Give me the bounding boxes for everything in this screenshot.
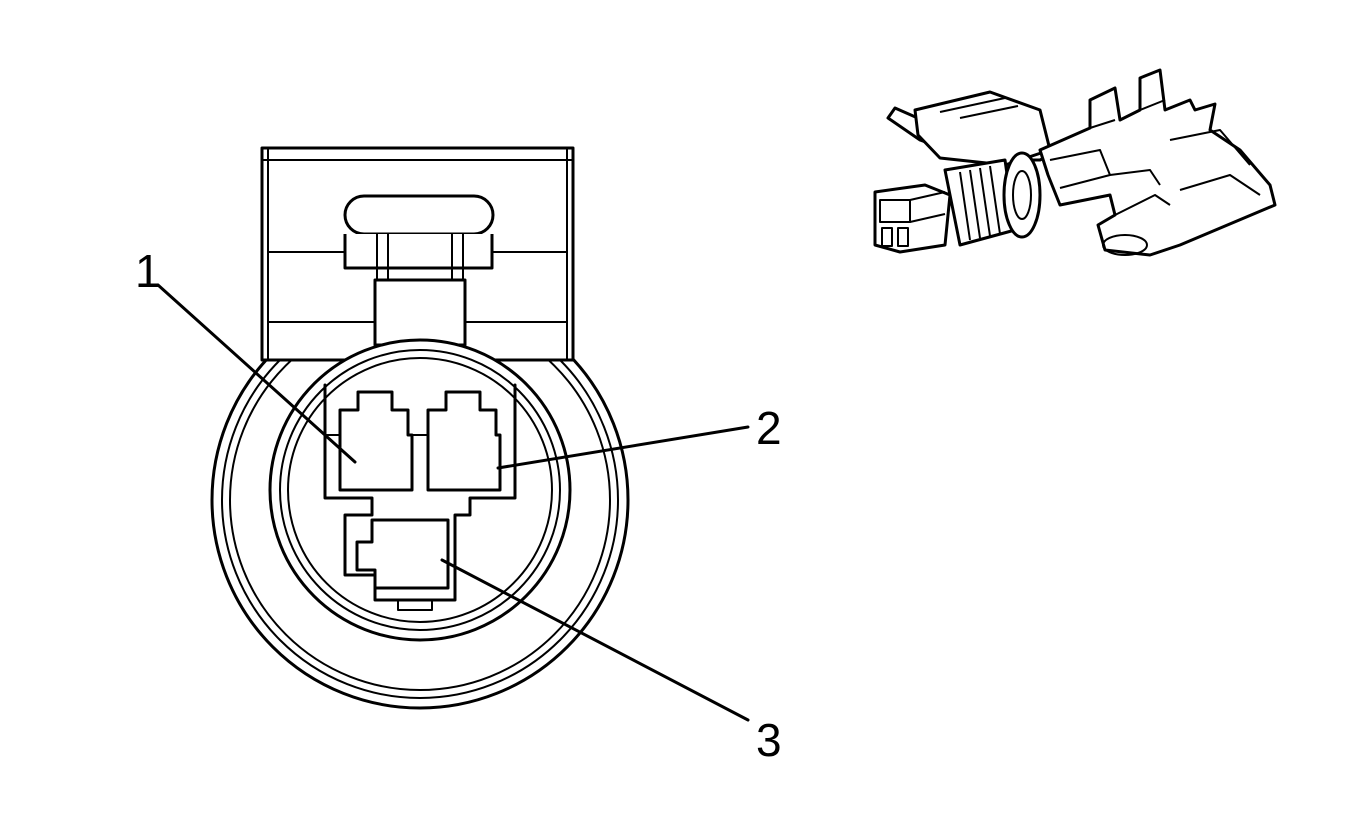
connector-face-view (210, 146, 630, 710)
callout-1: 1 (135, 245, 357, 464)
callout-3: 3 (440, 558, 782, 766)
callout-2-leader (496, 425, 750, 470)
callout-1-label: 1 (135, 245, 161, 297)
mating-face (268, 338, 572, 642)
connector-isometric-view (873, 68, 1277, 257)
wire-channel (1038, 68, 1277, 257)
terminal-cavity-1 (325, 390, 414, 492)
terminal-cavity-2 (412, 390, 502, 492)
callout-1-leader (156, 283, 357, 464)
latch-housing (260, 146, 575, 362)
callout-3-label: 3 (756, 714, 782, 766)
terminal-cavity-3 (355, 518, 450, 611)
callout-2: 2 (496, 402, 782, 470)
lock-tab (343, 234, 494, 270)
callout-3-leader (440, 558, 750, 722)
lock-window (343, 194, 495, 236)
front-terminal-block (873, 183, 952, 254)
callout-2-label: 2 (756, 402, 782, 454)
